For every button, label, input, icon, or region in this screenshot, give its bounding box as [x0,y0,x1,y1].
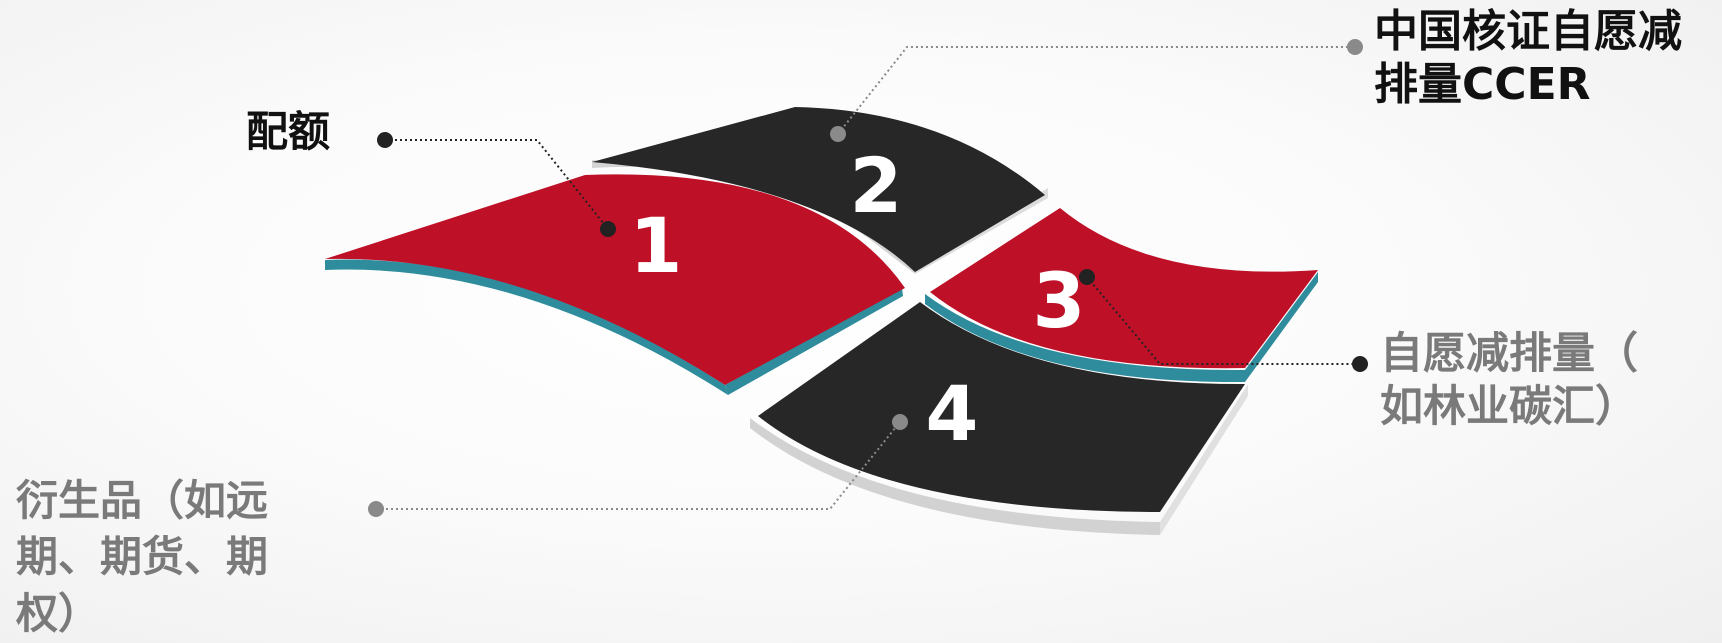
segment-4-label: 衍生品（如远 期、期货、期 权） [16,473,268,642]
segment-3-number: 3 [1033,256,1086,345]
segment-2-number: 2 [850,141,903,230]
connector-1-start-dot [377,132,393,148]
segment-3-label: 自愿减排量（ 如林业碳汇） [1380,328,1638,435]
connector-2-end-dot [1347,39,1363,55]
connector-2-start-dot [830,126,846,142]
connector-4-start-dot [368,501,384,517]
connector-2 [838,47,1355,134]
segment-1-label: 配额 [246,106,330,157]
connector-1-end-dot [600,221,616,237]
segment-2-label: 中国核证自愿减 排量CCER [1374,6,1682,112]
connector-4-end-dot [892,414,908,430]
segment-1-number: 1 [630,201,683,290]
connector-3-end-dot [1352,356,1368,372]
segment-4-number: 4 [926,369,979,458]
